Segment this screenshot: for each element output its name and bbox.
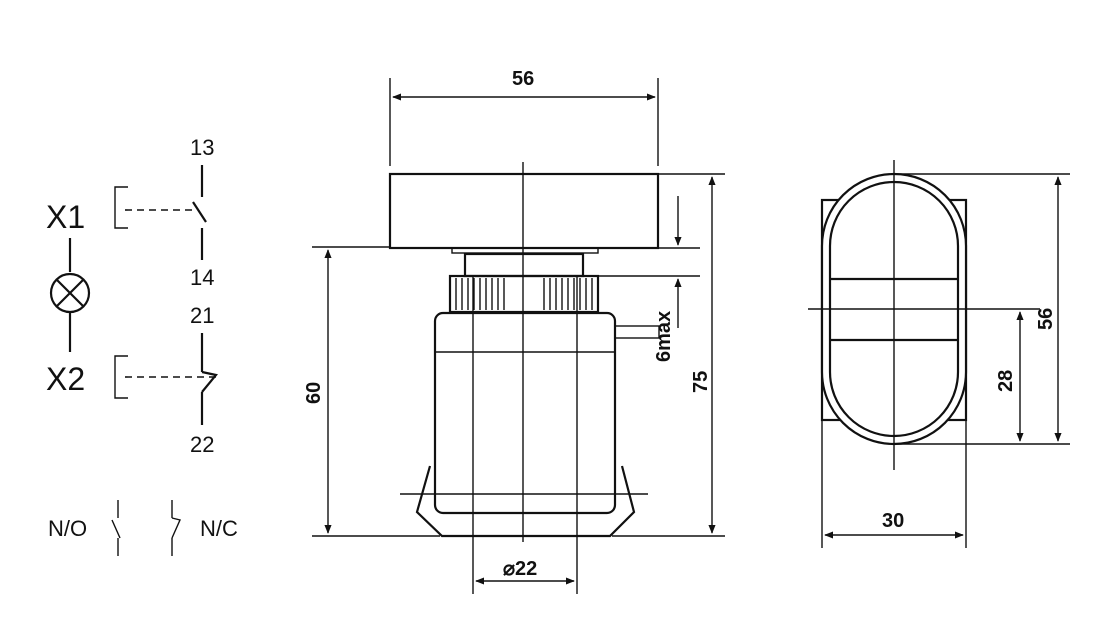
no-actuator-bracket [114, 186, 196, 229]
lamp-icon [49, 272, 91, 314]
base-clip [415, 465, 636, 538]
legend-no-label: N/O [48, 516, 87, 541]
side-terminal [614, 325, 660, 339]
stroke-label: 6max [653, 311, 675, 362]
front-width-label: 30 [882, 510, 904, 532]
side-width-label: 56 [512, 68, 534, 90]
normally-closed-contact-icon [200, 333, 218, 425]
no-terminal-14-label: 14 [190, 265, 214, 290]
side-view: 56 60 75 [303, 68, 725, 594]
knurled-nut [448, 274, 600, 314]
contact-legend: N/O N/C [48, 500, 238, 556]
hole-diameter-label: ⌀22 [503, 558, 537, 580]
lamp-terminal-x1-label: X1 [46, 199, 85, 235]
normally-open-contact-icon [192, 165, 207, 260]
overall-height-label: 75 [690, 371, 712, 393]
nc-terminal-22-label: 22 [190, 432, 214, 457]
legend-no-symbol-icon [111, 500, 121, 556]
wiring-schematic: X1 X2 13 14 21 22 [46, 135, 220, 457]
button-cap [388, 172, 660, 250]
switch-body [433, 311, 617, 515]
legend-nc-symbol-icon [171, 500, 181, 556]
half-height-label: 28 [995, 370, 1017, 392]
front-height-label: 56 [1035, 308, 1057, 330]
lamp-terminal-x2-label: X2 [46, 361, 85, 397]
nc-terminal-21-label: 21 [190, 303, 214, 328]
body-height-label: 60 [303, 382, 325, 404]
mounting-collar [463, 252, 585, 278]
legend-nc-label: N/C [200, 516, 238, 541]
nc-actuator-bracket [114, 355, 220, 399]
front-view: 56 28 30 [808, 160, 1070, 548]
no-terminal-13-label: 13 [190, 135, 214, 160]
